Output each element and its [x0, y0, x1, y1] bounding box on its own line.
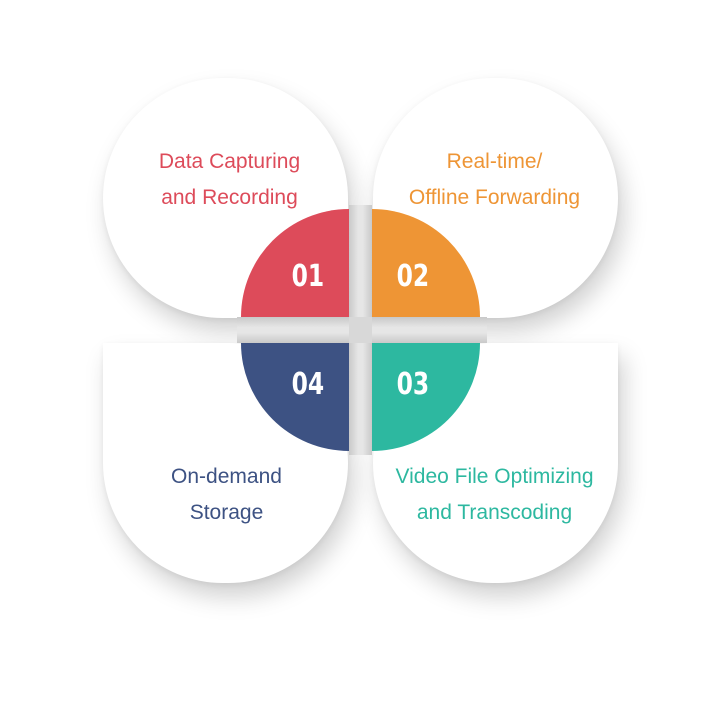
step-03-number: 03: [396, 366, 430, 402]
step-01-card: Data Capturing and Recording: [103, 78, 348, 318]
step-04-number: 04: [291, 366, 325, 402]
step-02-label: Real-time/ Offline Forwarding: [408, 150, 581, 209]
step-01-label: Data Capturing and Recording: [158, 150, 301, 209]
center-divider-junction: [349, 317, 372, 343]
step-01-number: 01: [291, 258, 325, 294]
step-02-number: 02: [396, 258, 430, 294]
step-02-card: Real-time/ Offline Forwarding: [373, 78, 618, 318]
step-03-label: Video File Optimizing and Transcoding: [395, 465, 594, 524]
step-04-label: On-demand Storage: [171, 465, 282, 524]
